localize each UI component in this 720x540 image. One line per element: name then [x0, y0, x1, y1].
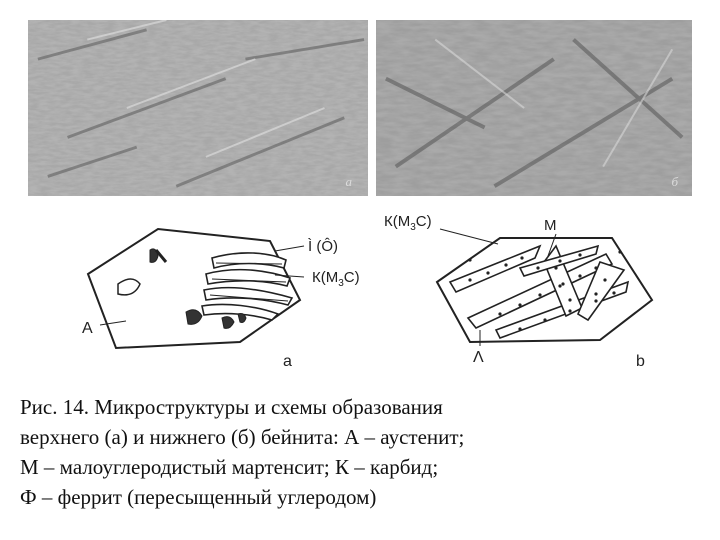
micrograph-upper-bainite: a [26, 18, 370, 198]
micrograph-lower-bainite: б [374, 18, 694, 198]
label-carbide-b: К(M3C) [384, 213, 432, 233]
ferrite-laths [202, 253, 292, 320]
label-martensite-b: М [544, 217, 557, 234]
martensite-plates [450, 246, 628, 338]
scheme-a-panel-letter: а [283, 353, 292, 370]
figure-caption: Рис. 14. Микроструктуры и схемы образова… [20, 392, 700, 512]
caption-line-3: М – малоуглеродистый мартенсит; К – карб… [20, 452, 700, 482]
bainite-formation-schemes: Ì (Ô) К(M3C) А а К(M3C) М Λ b [0, 200, 720, 375]
caption-line-1: Рис. 14. Микроструктуры и схемы образова… [20, 392, 700, 422]
photo-b-letter: б [671, 174, 678, 190]
austenite-grain-outline-a [88, 229, 300, 348]
scheme-b-panel-letter: b [636, 353, 645, 370]
label-austenite-a: А [82, 320, 93, 337]
scheme-upper-bainite [88, 229, 304, 348]
caption-line-2: верхнего (а) и нижнего (б) бейнита: А – … [20, 422, 700, 452]
photo-a-letter: a [346, 174, 353, 190]
scheme-lower-bainite [437, 229, 652, 346]
label-austenite-b: Λ [473, 349, 484, 366]
label-carbide-a: К(M3C) [312, 269, 360, 289]
label-ferrite-a: Ì (Ô) [308, 238, 338, 255]
caption-line-4: Ф – феррит (пересыщенный углеродом) [20, 482, 700, 512]
